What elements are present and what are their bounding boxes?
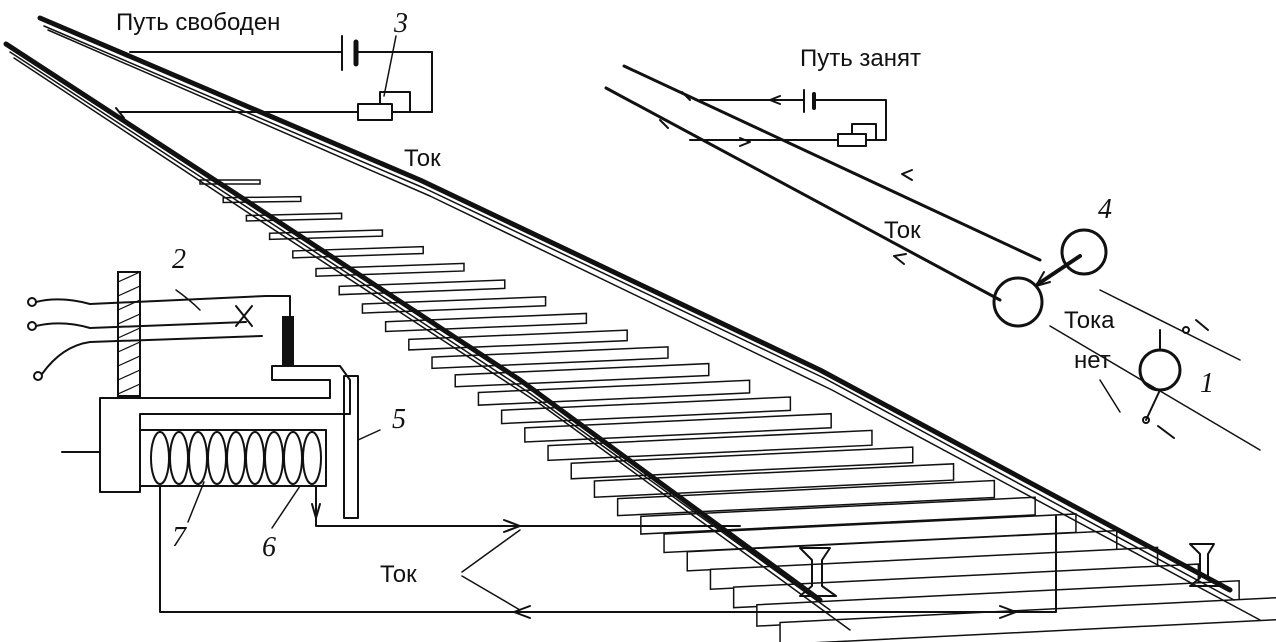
relay-1 <box>1138 348 1182 392</box>
sleepers <box>199 179 1276 642</box>
number-6: 6 <box>262 532 276 563</box>
relay-core-6 <box>139 429 327 487</box>
relay-anchor-5 <box>343 375 359 519</box>
coil-turn <box>169 431 189 485</box>
number-3: 3 <box>393 8 408 39</box>
relay-coil-7 <box>150 431 322 485</box>
label-track-occupied: Путь занят <box>800 45 921 72</box>
sleeper <box>616 479 996 517</box>
coil-turn <box>283 431 303 485</box>
coil-turn <box>302 431 322 485</box>
label-current-bottom: Ток <box>380 561 417 588</box>
label-current-right: Ток <box>884 217 921 244</box>
sleeper <box>547 429 873 462</box>
label-track-free: Путь свободен <box>116 9 280 36</box>
occupied-resistor <box>837 133 867 147</box>
near-rail <box>3 41 823 603</box>
occupied-far-rail <box>622 64 1042 262</box>
armature-arm <box>282 316 294 366</box>
coil-turn <box>188 431 208 485</box>
far-rail-end <box>1189 543 1221 587</box>
relay-yoke <box>99 365 351 493</box>
sleeper <box>593 463 955 499</box>
sleeper <box>570 446 914 480</box>
label-no-current-1: Тока <box>1064 307 1115 334</box>
coil-turn <box>226 431 246 485</box>
sleeper <box>524 412 832 443</box>
sleeper <box>315 262 465 278</box>
coil-turn <box>264 431 284 485</box>
sleeper <box>640 496 1036 535</box>
limiting-resistor <box>357 103 393 121</box>
number-7: 7 <box>172 522 187 553</box>
free-track-feed-circuit <box>115 35 433 121</box>
far-rail <box>37 15 1233 593</box>
coil-turn <box>150 431 170 485</box>
number-1: 1 <box>1200 368 1214 399</box>
wheel-far <box>1060 228 1108 276</box>
axle-shunt <box>1036 254 1082 286</box>
sleeper <box>431 346 669 370</box>
track-relay-mechanism <box>27 35 1057 619</box>
label-no-current-2: нет <box>1074 347 1111 374</box>
sleeper <box>779 596 1276 642</box>
number-2: 2 <box>172 244 186 275</box>
number-5: 5 <box>392 404 406 435</box>
occupied-near-rail <box>604 86 1002 302</box>
number-4: 4 <box>1098 194 1112 225</box>
label-current-top: Ток <box>404 145 441 172</box>
sleeper <box>292 245 424 259</box>
occupied-track-diagram <box>604 64 1261 451</box>
wheel-near <box>992 276 1044 328</box>
near-rail-end <box>799 547 837 597</box>
sleeper <box>338 279 506 296</box>
coil-turn <box>207 431 227 485</box>
coil-turn <box>245 431 265 485</box>
